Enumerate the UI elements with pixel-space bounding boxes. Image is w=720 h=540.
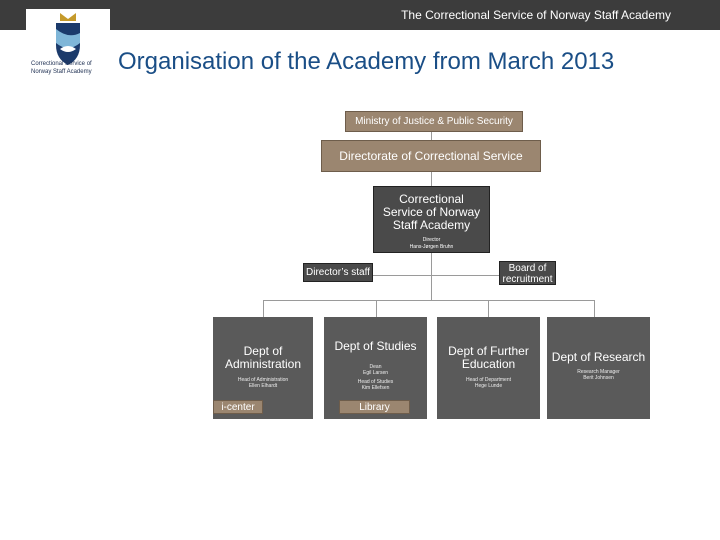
i-center-label: i-center [221,402,255,413]
dept-further-education-title: Dept of Further Education [448,344,529,371]
ministry-label: Ministry of Justice & Public Security [355,116,513,127]
ministry-box: Ministry of Justice & Public Security [345,111,523,132]
connector-academy-departments [431,252,432,300]
dept-administration-person: Ellen Elhardt [248,383,278,389]
page-title: Organisation of the Academy from March 2… [118,48,615,75]
i-center-box: i-center [213,400,263,414]
dept-studies-box: Dept of Studies Dean Egil Larsen Head of… [324,317,427,419]
dept-studies-dean-name: Egil Larsen [362,370,388,376]
dept-further-education-person: Hege Lunde [474,383,503,389]
connector-departments-horizontal [263,300,594,301]
dept-administration-title: Dept of Administration [224,344,302,371]
dept-administration-role: Head of Administration [237,377,289,383]
academy-role: Director [422,237,441,243]
header-bar: The Correctional Service of Norway Staff… [0,0,720,30]
directors-staff-label: Director’s staff [306,267,370,278]
dept-administration-box: Dept of Administration Head of Administr… [213,317,313,419]
academy-name: Correctional Service of Norway Staff Aca… [382,192,481,232]
academy-logo: Correctional Service of Norway Staff Aca… [26,9,110,79]
logo-text-line-1: Correctional Service of [31,61,92,67]
connector-dept-administration [263,300,264,317]
connector-ministry-directorate [431,131,432,140]
connector-dept-studies [376,300,377,317]
directorate-label: Directorate of Correctional Service [339,149,523,163]
dept-research-title: Dept of Research [551,350,646,364]
dept-research-box: Dept of Research Research Manager Berit … [547,317,650,419]
library-label: Library [359,402,390,413]
connector-staff-board [372,275,500,276]
connector-dept-further-education [488,300,489,317]
board-of-recruitment-label: Board of recruitment [502,263,553,285]
dept-studies-head-name: Kim Ellefsen [361,385,390,391]
academy-box: Correctional Service of Norway Staff Aca… [373,186,490,253]
dept-further-education-box: Dept of Further Education Head of Depart… [437,317,540,419]
connector-directorate-academy [431,172,432,186]
board-of-recruitment-box: Board of recruitment [499,261,556,285]
logo-text-line-2: Norway Staff Academy [31,69,92,75]
dept-further-education-role: Head of Department [465,377,512,383]
dept-studies-dean-role: Dean [369,364,382,370]
dept-research-role: Research Manager [577,369,620,375]
connector-dept-research [594,300,595,317]
dept-research-person: Berit Johnsen [583,375,614,381]
header-title: The Correctional Service of Norway Staff… [401,8,671,22]
dept-studies-head-role: Head of Studies [357,379,394,385]
crest-icon [56,13,80,65]
directors-staff-box: Director’s staff [303,263,373,282]
library-box: Library [339,400,410,414]
dept-studies-title: Dept of Studies [334,339,417,353]
academy-person: Hans-Jørgen Bruhn [409,244,454,250]
directorate-box: Directorate of Correctional Service [321,140,541,172]
